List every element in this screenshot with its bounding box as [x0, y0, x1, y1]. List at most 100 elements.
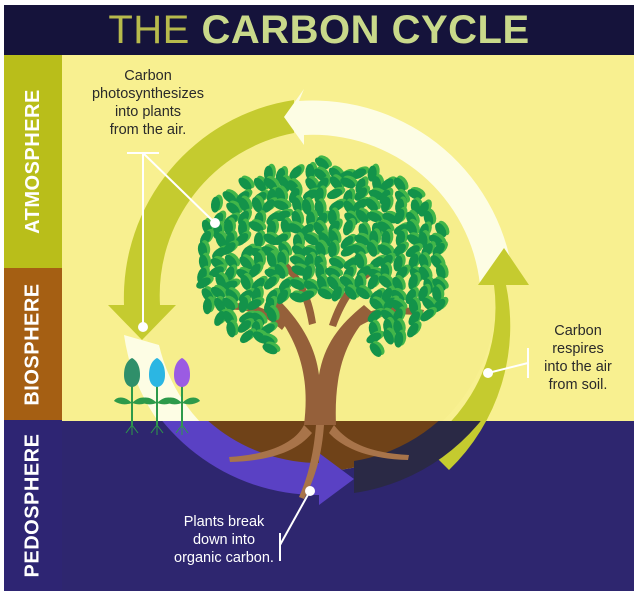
- leaf: [314, 157, 329, 170]
- caption-line: organic carbon.: [174, 550, 274, 566]
- carbon-cycle-infographic: THE CARBON CYCLE ATMOSPHERE BIOSPHERE PE…: [4, 5, 634, 591]
- layer-label: ATMOSPHERE: [21, 89, 44, 234]
- tree-icon: [196, 155, 450, 499]
- leaf: [329, 176, 343, 191]
- caption-line: photosynthesizes: [91, 86, 205, 102]
- leaf: [251, 197, 262, 213]
- callout-dot: [138, 322, 148, 332]
- leaf: [240, 274, 251, 291]
- leaf: [353, 198, 368, 211]
- leaf: [210, 286, 225, 299]
- leaf: [251, 277, 265, 291]
- leaf: [253, 177, 266, 192]
- flowers-group: [114, 358, 200, 435]
- leaf: [394, 208, 405, 225]
- leaf: [367, 274, 379, 290]
- leaf: [355, 287, 370, 300]
- leaf: [238, 197, 250, 213]
- leaf: [222, 297, 236, 311]
- leaf: [215, 232, 226, 249]
- leaf: [354, 187, 368, 201]
- caption-photosynthesis: Carbon photosynthesizes into plants from…: [74, 67, 222, 139]
- cycle-illustration: [108, 89, 529, 561]
- layer-band-atmosphere: ATMOSPHERE: [4, 55, 62, 268]
- layer-label: PEDOSPHERE: [21, 433, 44, 578]
- caption-line: from soil.: [548, 377, 608, 393]
- layer-label: BIOSPHERE: [21, 282, 44, 406]
- leaf: [300, 223, 314, 237]
- layer-band-biosphere: BIOSPHERE: [4, 268, 62, 420]
- leaf: [280, 219, 291, 235]
- leaf: [237, 320, 252, 333]
- leaf: [369, 342, 382, 357]
- leaf: [407, 189, 423, 200]
- callout-dot: [305, 486, 315, 496]
- leaf: [432, 242, 445, 257]
- leaf: [299, 290, 315, 301]
- leaf: [226, 202, 240, 215]
- leaf: [286, 223, 302, 234]
- leaf: [266, 307, 277, 323]
- leaf: [435, 264, 446, 281]
- leaf: [224, 219, 234, 236]
- leaf: [369, 298, 383, 311]
- leaf: [266, 252, 277, 268]
- caption-line: Plants break: [183, 514, 265, 530]
- tulip-icon: [114, 358, 150, 435]
- leaf: [380, 178, 394, 192]
- leaf: [408, 253, 419, 269]
- leaf: [406, 234, 422, 246]
- cycle-arrow-top: [284, 89, 514, 285]
- caption-decomposition: Plants break down into organic carbon.: [154, 513, 294, 567]
- leaf: [253, 232, 263, 249]
- leaf: [351, 168, 367, 180]
- leaf: [408, 274, 418, 290]
- leaf: [432, 286, 442, 302]
- leaf: [263, 276, 277, 290]
- leaf: [393, 243, 406, 257]
- leaf: [273, 200, 289, 211]
- leaf: [381, 196, 391, 213]
- leaf: [344, 286, 357, 300]
- leaf: [367, 310, 382, 323]
- leaf: [289, 166, 302, 180]
- leaf: [196, 277, 211, 289]
- caption-line: Carbon: [554, 323, 602, 339]
- title-bold: CARBON CYCLE: [201, 8, 530, 52]
- leaf: [248, 263, 261, 278]
- leaf: [340, 235, 354, 249]
- page-title: THE CARBON CYCLE: [108, 10, 529, 50]
- leaf: [303, 233, 319, 246]
- leaf: [327, 241, 337, 258]
- leaf: [327, 276, 339, 291]
- caption-respiration: Carbon respires into the air from soil.: [529, 322, 627, 394]
- leaf: [276, 289, 289, 305]
- caption-line: into plants: [114, 104, 182, 120]
- leaf: [302, 265, 313, 282]
- leaf: [302, 189, 318, 201]
- leaf: [354, 253, 365, 269]
- leaf: [301, 199, 312, 215]
- caption-line: down into: [192, 532, 256, 548]
- leaf: [378, 275, 392, 289]
- leaf: [202, 298, 212, 315]
- leaf: [366, 211, 382, 223]
- leaf: [210, 196, 221, 213]
- leaf: [291, 245, 306, 258]
- leaf: [226, 321, 236, 338]
- leaf: [305, 163, 315, 180]
- leaf: [392, 276, 403, 292]
- tulip-icon: [139, 358, 175, 435]
- leaf: [248, 221, 264, 233]
- leaf: [393, 177, 406, 192]
- leaf: [383, 329, 394, 345]
- callout-dot: [210, 218, 220, 228]
- leaf: [239, 256, 252, 270]
- callout-decomposition: [279, 490, 311, 561]
- leaf: [394, 331, 404, 348]
- leaf: [246, 299, 262, 311]
- caption-line: into the air: [544, 359, 612, 375]
- leaf: [214, 311, 225, 326]
- leaf: [262, 199, 275, 213]
- caption-line: from the air.: [109, 122, 187, 138]
